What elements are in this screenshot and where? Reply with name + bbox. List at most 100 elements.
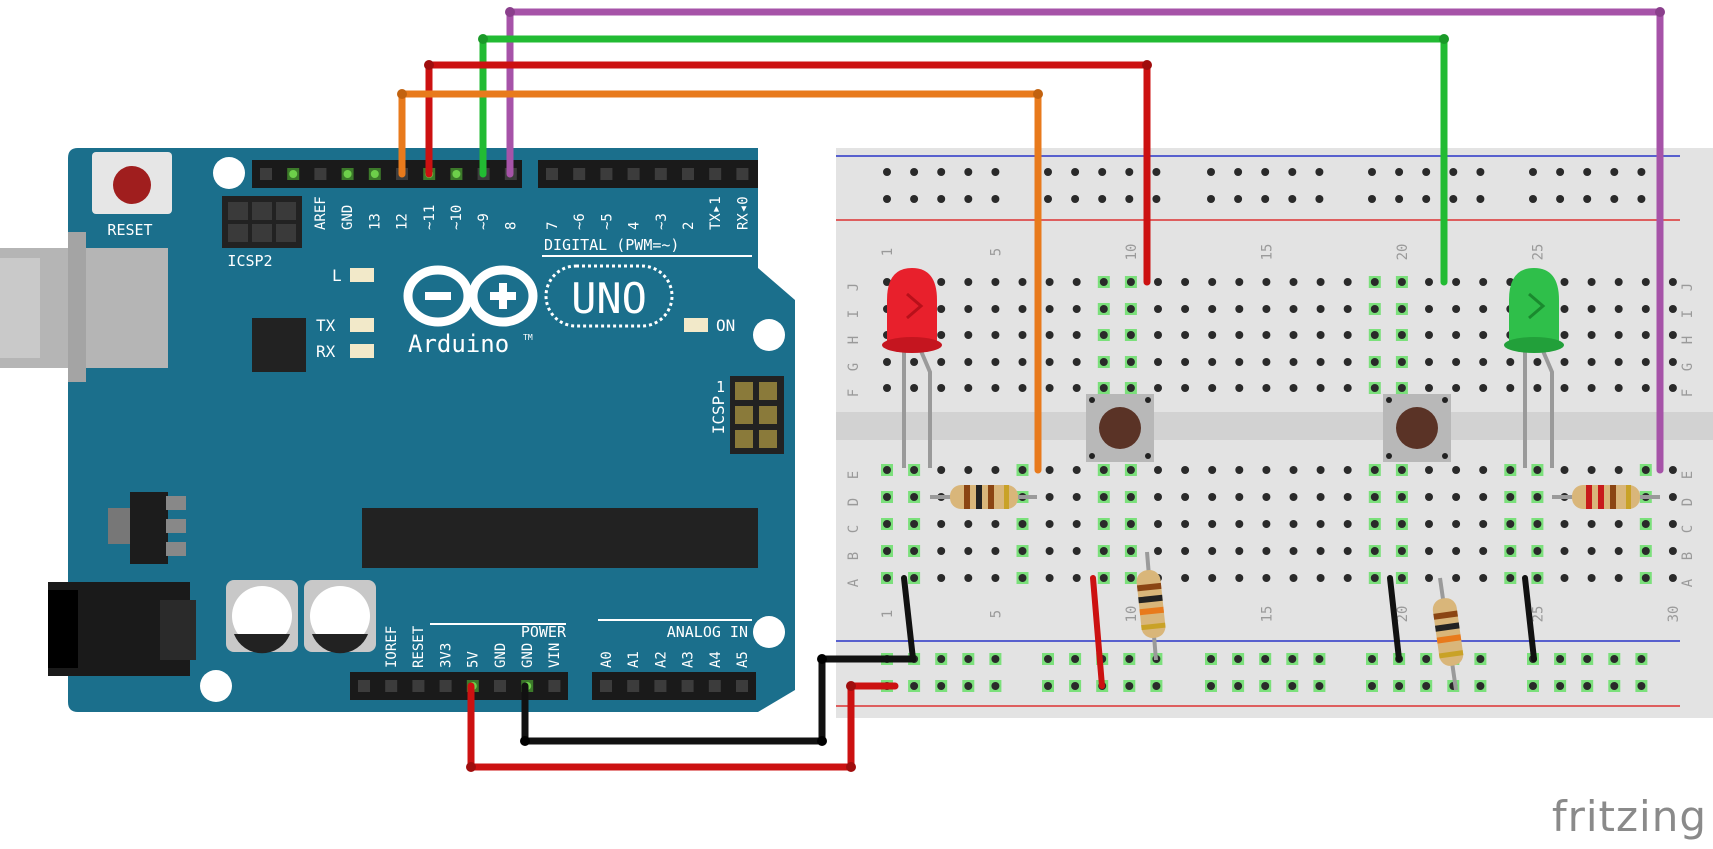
header-pin [412,680,425,692]
breadboard-hole [1262,574,1271,582]
breadboard-hole [1452,384,1461,392]
breadboard-hole [883,493,891,501]
breadboard-hole [1533,574,1542,582]
breadboard-hole [1343,574,1352,582]
breadboard-hole [1587,547,1596,555]
rail-hole [1207,682,1215,690]
breadboard-hole [1587,520,1596,528]
breadboard-column-number: 10 [1124,244,1140,261]
breadboard-hole [1018,520,1027,528]
breadboard-hole [1533,493,1542,501]
breadboard-hole [1045,305,1054,313]
reset-button-cap[interactable] [113,166,151,204]
rail-hole [1422,682,1431,690]
rail-hole [991,195,1000,203]
breadboard-hole [1316,384,1325,392]
breadboard-hole [1397,384,1406,392]
breadboard-row-letter: I [846,310,862,318]
digital-pin-label: RX◂0 [735,196,751,230]
breadboard-hole [1425,331,1433,339]
breadboard-hole [1181,493,1190,501]
breadboard-hole [1641,384,1650,392]
breadboard-hole [1506,358,1515,366]
led-label-l: L [332,266,342,285]
breadboard-hole [991,358,1000,366]
breadboard-hole [1587,384,1596,392]
header-pin-connected [452,170,461,178]
breadboard-hole [1289,358,1298,366]
capacitor [226,580,298,654]
breadboard-column-number: 20 [1395,244,1411,261]
rail-hole [1044,195,1052,203]
rail-hole [1234,682,1243,690]
rail-hole [1395,195,1404,203]
breadboard-hole [1181,358,1190,366]
resistor [1552,485,1660,509]
rail-hole [1071,682,1080,690]
breadboard-hole [1154,547,1162,555]
breadboard-hole [1533,358,1542,366]
rail-hole [883,195,891,203]
breadboard-hole [1614,331,1623,339]
rail-hole [1315,168,1324,176]
breadboard-hole [1343,384,1352,392]
breadboard-hole [1370,358,1379,366]
breadboard-hole [1316,358,1325,366]
breadboard-hole [1099,331,1108,339]
breadboard-hole [1018,331,1027,339]
breadboard-column-number: 1 [880,610,896,618]
rail-hole [1556,682,1565,690]
breadboard-hole [910,493,919,501]
wire-orange [398,90,1042,474]
power-pin-label: GND [520,643,536,668]
breadboard-hole [937,384,946,392]
breadboard-hole [1370,278,1379,286]
breadboard-hole [910,520,919,528]
rail-hole [937,655,946,663]
rail-hole [1315,195,1324,203]
breadboard-hole [1641,278,1650,286]
header-pin [600,680,612,692]
breadboard-hole [1099,574,1108,582]
rail-hole [1368,168,1376,176]
rail-hole [1395,168,1404,176]
breadboard-hole [910,466,919,474]
breadboard-hole [1668,358,1677,366]
breadboard-hole [937,305,946,313]
icsp-label: ICSP [709,396,728,435]
rail-hole [1556,168,1565,176]
rail-hole [1288,682,1297,690]
rail-hole [991,168,1000,176]
rail-hole [964,655,973,663]
rail-hole [964,168,973,176]
breadboard-hole [1126,331,1135,339]
rail-hole [1529,195,1537,203]
breadboard-hole [1235,358,1244,366]
breadboard-hole [964,358,973,366]
pushbutton[interactable] [1383,394,1451,462]
breadboard-hole [1208,520,1217,528]
breadboard-column-number: 15 [1259,244,1275,261]
rail-hole [1368,655,1376,663]
breadboard-hole [1045,358,1054,366]
breadboard-hole [1343,520,1352,528]
breadboard-hole [1072,331,1081,339]
breadboard-hole [1045,466,1054,474]
digital-header-right [538,160,758,188]
breadboard-hole [1668,278,1677,286]
breadboard-hole [1641,358,1650,366]
header-pin [654,168,667,180]
breadboard-hole [1533,466,1542,474]
breadboard-hole [937,278,946,286]
rail-hole [1637,168,1646,176]
breadboard-hole [964,520,973,528]
analog-label: ANALOG IN [667,623,748,641]
breadboard-hole [1208,466,1217,474]
breadboard-hole [1614,358,1623,366]
pushbutton[interactable] [1086,394,1154,462]
digital-pin-label: 4 [627,222,643,230]
breadboard-hole [1479,466,1488,474]
breadboard-hole [964,278,973,286]
digital-pin-label: ~10 [449,205,465,230]
